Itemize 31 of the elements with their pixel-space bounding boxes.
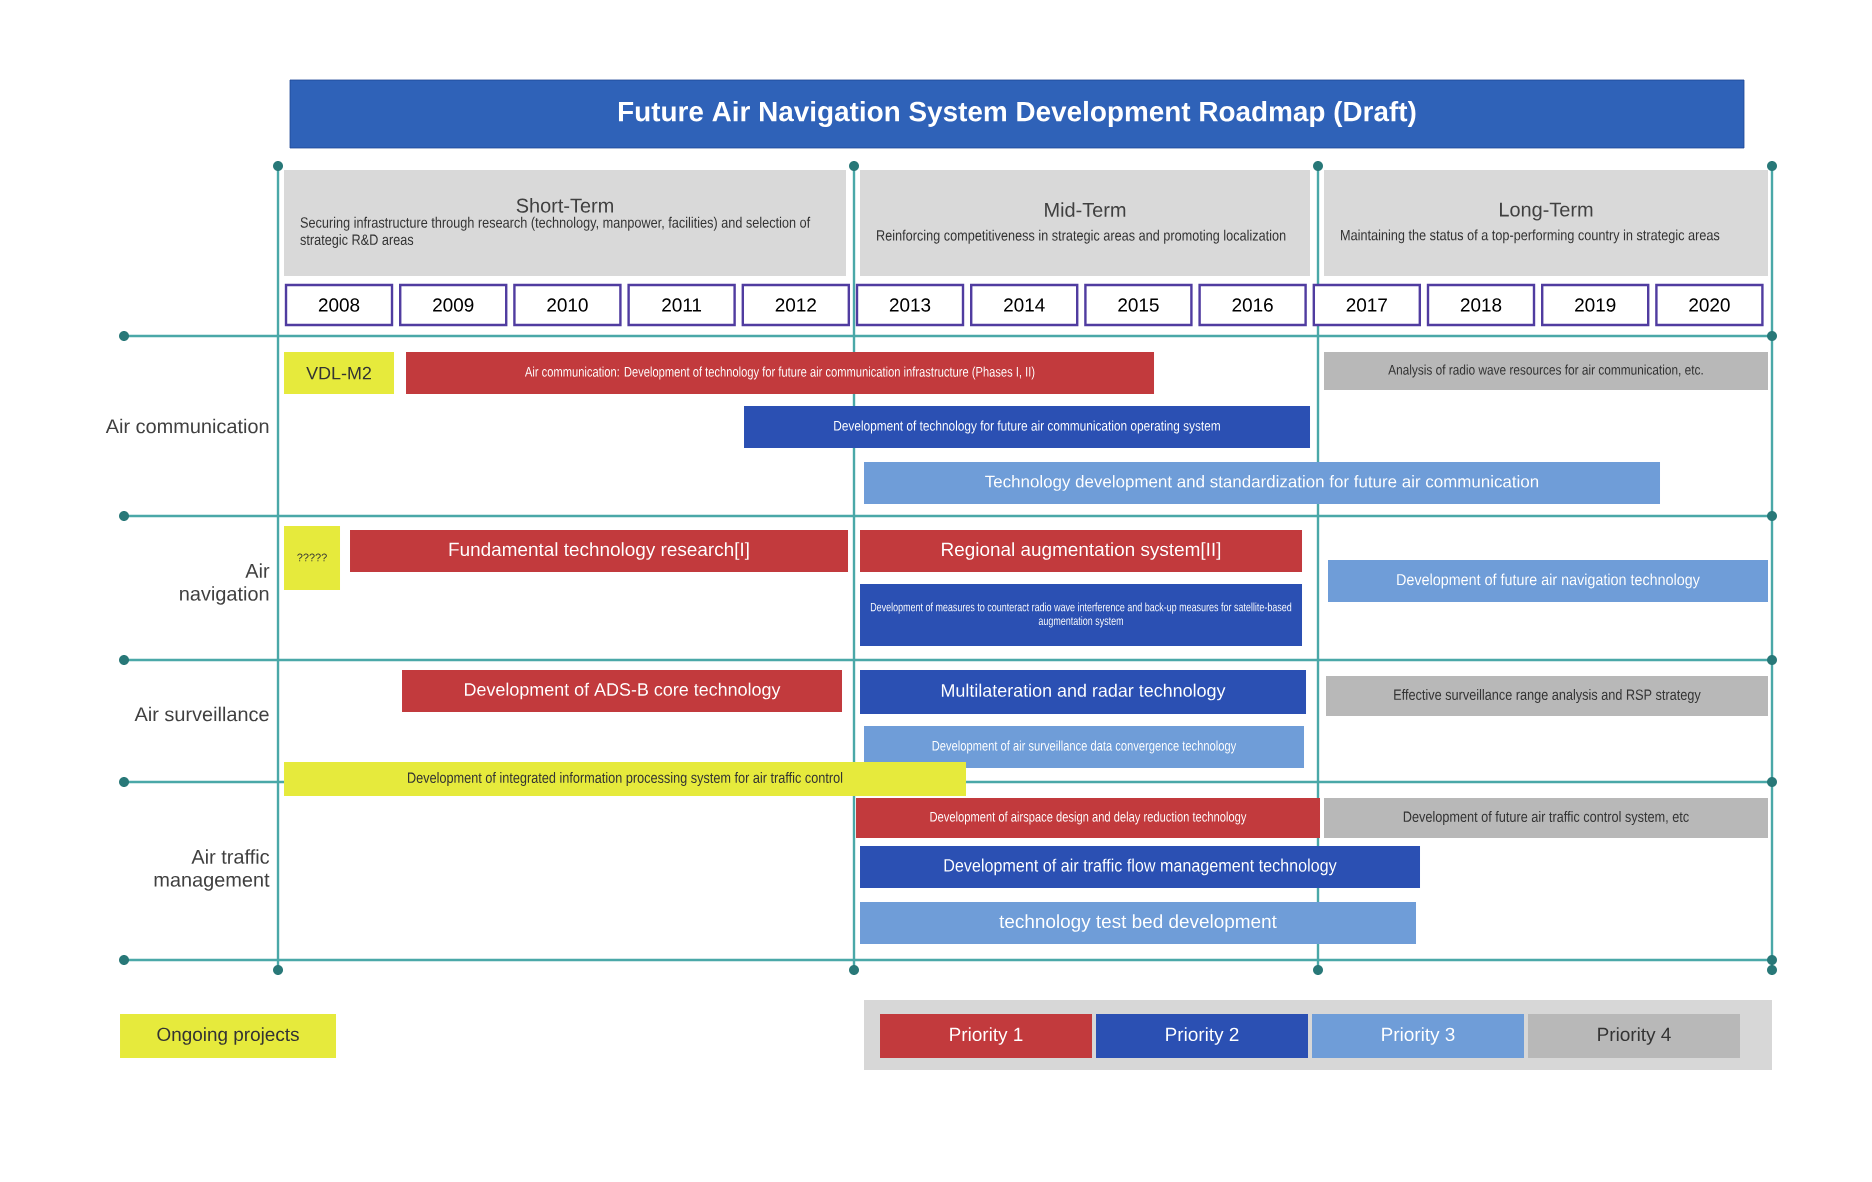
task-bar: Multilateration and radar technology — [860, 670, 1306, 714]
task-bar: Fundamental technology research[I] — [350, 530, 848, 572]
legend-item: Priority 3 — [1312, 1014, 1524, 1058]
row-label: Air traffic management — [154, 849, 270, 891]
legend-item: Priority 1 — [880, 1014, 1092, 1058]
task-bar: Development of air traffic flow management technology — [860, 846, 1420, 888]
legend-item: Priority 4 — [1528, 1014, 1740, 1058]
row-label: Air surveillance — [134, 706, 269, 722]
task-bar: technology test bed development — [860, 902, 1416, 944]
title-banner: Future Air Navigation System Development Roadmap (Draft) — [289, 79, 1745, 149]
year-box: 2012 — [741, 283, 851, 327]
year-box: 2020 — [1655, 283, 1764, 327]
year-box: 2010 — [513, 283, 622, 327]
task-bar: VDL-M2 — [284, 352, 394, 394]
year-box: 2018 — [1426, 283, 1536, 327]
year-box: 2008 — [284, 283, 394, 327]
year-box: 2016 — [1198, 283, 1307, 327]
year-box: 2009 — [399, 283, 508, 327]
task-bar: Technology development and standardization for future air communication — [864, 462, 1660, 504]
year-box: 2015 — [1084, 283, 1193, 327]
legend-item: Priority 2 — [1096, 1014, 1308, 1058]
year-box: 2013 — [855, 283, 965, 327]
year-box: 2017 — [1312, 283, 1421, 327]
year-box: 2014 — [970, 283, 1079, 327]
row-label: Air communication — [105, 418, 269, 434]
task-bar: Regional augmentation system[II] — [860, 530, 1302, 572]
legend-item: Ongoing projects — [120, 1014, 336, 1058]
task-bar: Development of ADS-B core technology — [402, 670, 842, 712]
year-box: 2011 — [627, 283, 736, 327]
row-label: Air navigation — [180, 563, 270, 605]
year-box: 2019 — [1541, 283, 1650, 327]
